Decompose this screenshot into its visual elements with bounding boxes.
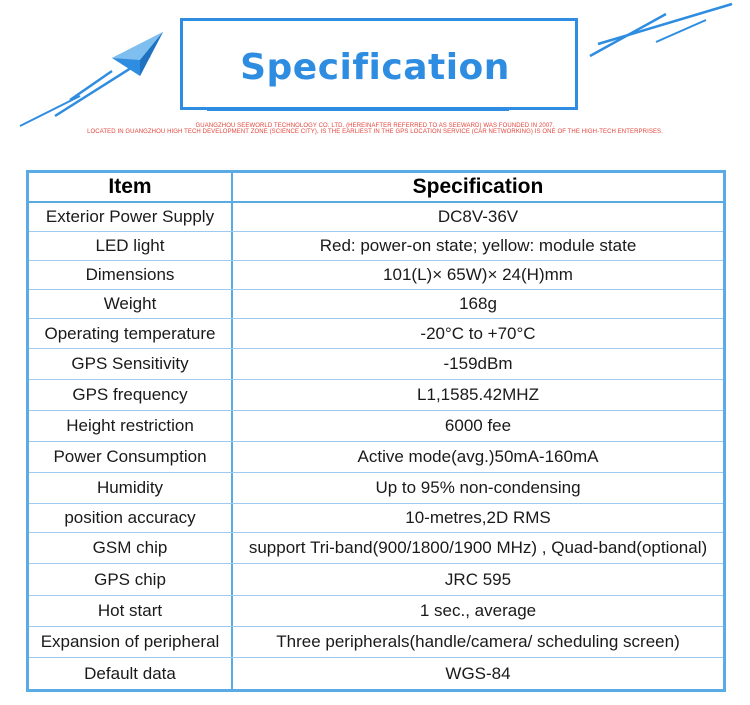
table-row: Weight 168g: [29, 290, 723, 319]
spec-item: GSM chip: [29, 533, 233, 563]
table-row: LED light Red: power-on state; yellow: mo…: [29, 232, 723, 261]
table-row: Dimensions 101(L)× 65W)× 24(H)mm: [29, 261, 723, 290]
spec-value: L1,1585.42MHZ: [417, 385, 539, 404]
spec-value: 168g: [459, 294, 497, 313]
spec-item: Hot start: [29, 596, 233, 626]
table-row: GSM chip support Tri-band(900/1800/1900 M…: [29, 533, 723, 564]
page-title: Specification: [240, 47, 510, 88]
spec-item: Power Consumption: [29, 442, 233, 472]
spec-value: -20°C to +70°C: [420, 323, 536, 343]
spec-item: Operating temperature: [29, 319, 233, 348]
title-box: [180, 18, 578, 110]
table-row: Expansion of peripheral Three peripherals…: [29, 627, 723, 658]
spec-item: Dimensions: [29, 261, 233, 289]
specification-table: Item Specification Exterior Power Supply…: [26, 170, 726, 692]
spec-value: support Tri-band(900/1800/1900 MHz) , Qu…: [248, 538, 708, 557]
spec-value: WGS-84: [445, 663, 511, 683]
table-header-row: Item Specification: [29, 173, 723, 203]
table-row: position accuracy 10-metres,2D RMS: [29, 504, 723, 533]
spec-item: position accuracy: [29, 504, 233, 532]
spec-item: GPS Sensitivity: [29, 349, 233, 379]
deco-line: [655, 19, 707, 43]
spec-value: Three peripherals(handle/camera/ schedul…: [276, 632, 680, 651]
table-row: GPS Sensitivity -159dBm: [29, 349, 723, 380]
table-row: Height restriction 6000 fee: [29, 411, 723, 442]
spec-item: Expansion of peripheral: [29, 627, 233, 657]
deco-line: [597, 2, 733, 46]
table-row: GPS frequency L1,1585.42MHZ: [29, 380, 723, 411]
spec-value: 10-metres,2D RMS: [405, 508, 551, 527]
spec-value: Red: power-on state; yellow: module stat…: [319, 236, 637, 255]
spec-item: Humidity: [29, 473, 233, 503]
spec-value: Up to 95% non-condensing: [375, 478, 581, 497]
table-row: Default data WGS-84: [29, 658, 723, 689]
table-row: Operating temperature -20°C to +70°C: [29, 319, 723, 349]
spec-item: Exterior Power Supply: [29, 203, 233, 231]
deco-line: [19, 95, 81, 127]
spec-value: 6000 fee: [444, 416, 512, 435]
table-row: Humidity Up to 95% non-condensing: [29, 473, 723, 504]
table-row: Hot start 1 sec., average: [29, 596, 723, 627]
spec-value: 1 sec., average: [419, 601, 537, 620]
spec-value: -159dBm: [443, 354, 513, 373]
header-decoration: [19, 2, 733, 127]
header-specification: Specification: [412, 175, 544, 198]
table-row: GPS chip JRC 595: [29, 564, 723, 596]
spec-item: Height restriction: [29, 411, 233, 441]
company-intro-line-1: GUANGZHOU SEEWORLD TECHNOLOGY CO. LTD. (…: [195, 123, 555, 129]
table-row: Power Consumption Active mode(avg.)50mA-1…: [29, 442, 723, 473]
spec-value: DC8V-36V: [437, 207, 519, 226]
spec-value: 101(L)× 65W)× 24(H)mm: [383, 265, 573, 284]
spec-item: LED light: [29, 232, 233, 260]
spec-item: Weight: [29, 290, 233, 318]
paper-plane-icon: [112, 32, 163, 76]
company-intro-line-2: LOCATED IN GUANGZHOU HIGH TECH DEVELOPME…: [87, 129, 663, 135]
spec-value: JRC 595: [444, 569, 512, 589]
spec-item: Default data: [29, 658, 233, 689]
spec-item: GPS frequency: [29, 380, 233, 410]
table-row: Exterior Power Supply DC8V-36V: [29, 203, 723, 232]
spec-value: Active mode(avg.)50mA-160mA: [357, 447, 599, 466]
header-item: Item: [29, 173, 233, 201]
deco-line: [69, 69, 113, 102]
spec-item: GPS chip: [29, 564, 233, 595]
